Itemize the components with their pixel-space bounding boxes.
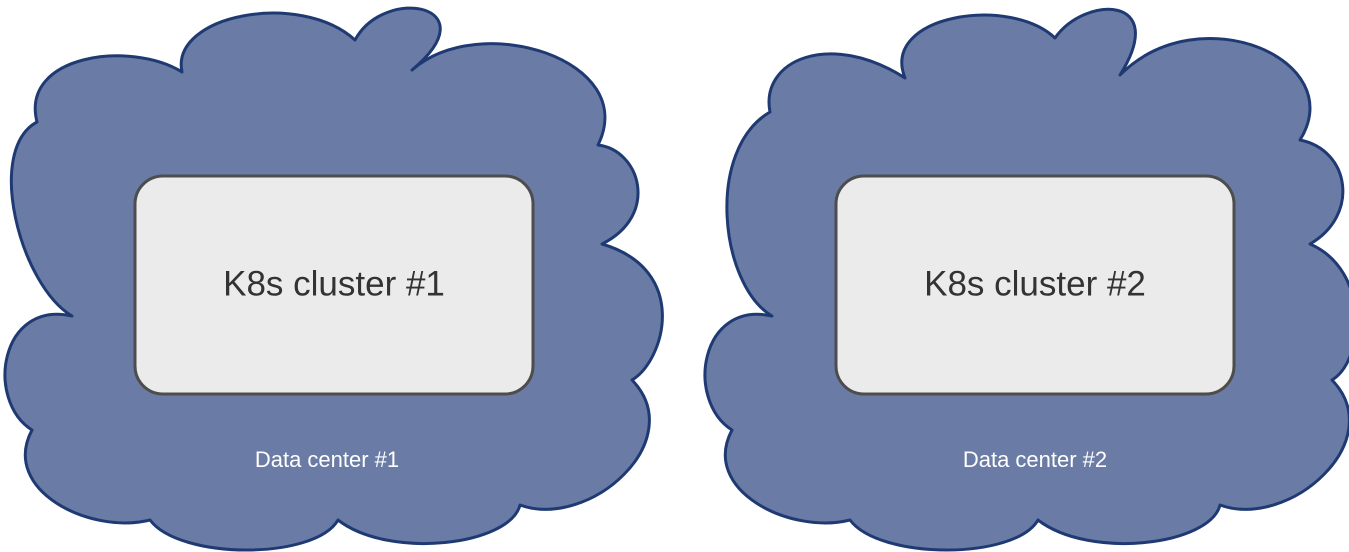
k8s-cluster-label-1: K8s cluster #1 bbox=[223, 264, 445, 303]
data-center-label-1: Data center #1 bbox=[255, 447, 399, 472]
data-center-1: K8s cluster #1 Data center #1 bbox=[3, 6, 664, 552]
k8s-cluster-box-1 bbox=[133, 174, 535, 396]
data-center-label-2: Data center #2 bbox=[963, 447, 1107, 472]
k8s-cluster-label-2: K8s cluster #2 bbox=[924, 264, 1146, 303]
data-center-2: K8s cluster #2 Data center #2 bbox=[703, 7, 1349, 552]
k8s-cluster-box-2 bbox=[834, 174, 1236, 396]
